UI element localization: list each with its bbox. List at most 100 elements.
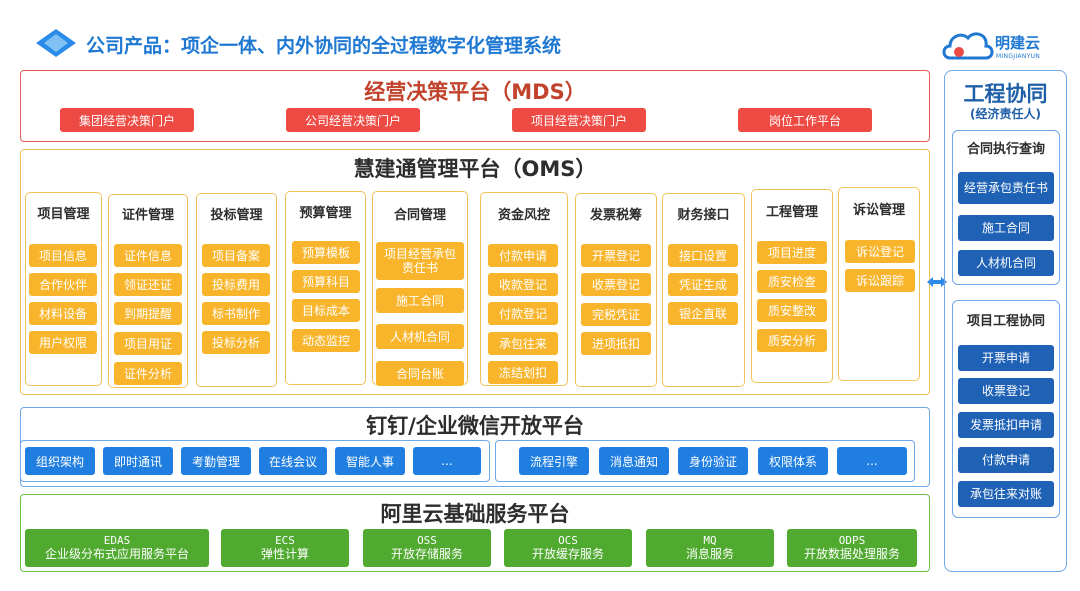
- oms-item[interactable]: 动态监控: [292, 329, 360, 352]
- oms-item[interactable]: 人材机合同: [376, 324, 464, 349]
- aliyun-service-ocs[interactable]: OCS 开放缓存服务: [504, 529, 632, 567]
- oms-item[interactable]: 预算科目: [292, 270, 360, 293]
- oms-column-title: 证件管理: [121, 208, 174, 223]
- open-btn-org[interactable]: 组织架构: [25, 447, 95, 475]
- logo-text: 明建云: [995, 34, 1041, 52]
- mds-button-project-portal[interactable]: 项目经营决策门户: [512, 108, 646, 132]
- open-btn-auth[interactable]: 身份验证: [678, 447, 748, 475]
- aliyun-service-oss[interactable]: OSS 开放存储服务: [363, 529, 491, 567]
- oms-item[interactable]: 施工合同: [376, 288, 464, 313]
- oms-item[interactable]: 项目信息: [29, 244, 97, 267]
- oms-item[interactable]: 质安分析: [757, 329, 827, 352]
- oms-item[interactable]: 收款登记: [488, 273, 558, 296]
- collab-receipt-register[interactable]: 收票登记: [958, 378, 1054, 404]
- open-btn-hr[interactable]: 智能人事: [335, 447, 405, 475]
- oms-item[interactable]: 质安检查: [757, 270, 827, 293]
- oms-item[interactable]: 进项抵扣: [581, 332, 651, 355]
- collab-reconciliation[interactable]: 承包往来对账: [958, 481, 1054, 507]
- service-code: MQ: [703, 534, 717, 547]
- mds-button-work-platform[interactable]: 岗位工作平台: [738, 108, 872, 132]
- contract-query-responsibility[interactable]: 经营承包责任书: [958, 172, 1054, 204]
- oms-item[interactable]: 合作伙伴: [29, 273, 97, 296]
- collab-payment-request[interactable]: 付款申请: [958, 447, 1054, 473]
- double-arrow-icon: [927, 277, 947, 287]
- oms-item[interactable]: 标书制作: [202, 302, 270, 325]
- oms-item[interactable]: 接口设置: [668, 244, 738, 267]
- open-btn-more-right[interactable]: ...: [837, 447, 907, 475]
- oms-item[interactable]: 冻结划扣: [488, 361, 558, 384]
- mds-panel: [20, 70, 930, 142]
- oms-item[interactable]: 合同台账: [376, 361, 464, 386]
- mds-button-group-portal[interactable]: 集团经营决策门户: [60, 108, 194, 132]
- open-btn-notify[interactable]: 消息通知: [599, 447, 669, 475]
- oms-item[interactable]: 材料设备: [29, 302, 97, 325]
- service-name: 开放数据处理服务: [803, 547, 900, 561]
- service-name: 消息服务: [685, 547, 734, 561]
- oms-item[interactable]: 投标费用: [202, 273, 270, 296]
- mds-title: 经营决策平台（MDS）: [364, 80, 586, 104]
- oms-item[interactable]: 用户权限: [29, 331, 97, 354]
- oms-column-title: 合同管理: [393, 208, 446, 223]
- cloud-logo-icon: [942, 32, 994, 60]
- mds-button-company-portal[interactable]: 公司经营决策门户: [286, 108, 420, 132]
- contract-query-group: [952, 130, 1060, 285]
- open-btn-im[interactable]: 即时通讯: [103, 447, 173, 475]
- service-code: ODPS: [838, 534, 866, 547]
- service-code: OCS: [558, 534, 578, 547]
- oms-item[interactable]: 到期提醒: [114, 302, 182, 325]
- service-name: 开放存储服务: [390, 547, 463, 561]
- oms-item[interactable]: 付款登记: [488, 302, 558, 325]
- contract-query-construction[interactable]: 施工合同: [958, 215, 1054, 241]
- oms-item[interactable]: 证件信息: [114, 244, 182, 267]
- service-code: EDAS: [103, 534, 131, 547]
- open-btn-permission[interactable]: 权限体系: [758, 447, 828, 475]
- oms-item[interactable]: 项目备案: [202, 244, 270, 267]
- oms-item[interactable]: 诉讼登记: [845, 240, 915, 263]
- collab-deduction-request[interactable]: 发票抵扣申请: [958, 412, 1054, 438]
- oms-item[interactable]: 完税凭证: [581, 303, 651, 326]
- aliyun-service-mq[interactable]: MQ 消息服务: [646, 529, 774, 567]
- service-code: OSS: [417, 534, 437, 547]
- oms-item[interactable]: 质安整改: [757, 299, 827, 322]
- collab-invoice-request[interactable]: 开票申请: [958, 345, 1054, 371]
- oms-item[interactable]: 承包往来: [488, 332, 558, 355]
- oms-item[interactable]: 付款申请: [488, 244, 558, 267]
- open-btn-attendance[interactable]: 考勤管理: [181, 447, 251, 475]
- oms-item[interactable]: 开票登记: [581, 244, 651, 267]
- aliyun-service-odps[interactable]: ODPS 开放数据处理服务: [787, 529, 917, 567]
- oms-item[interactable]: 诉讼跟踪: [845, 269, 915, 292]
- oms-panel: [20, 149, 930, 395]
- aliyun-title: 阿里云基础服务平台: [380, 502, 570, 526]
- oms-item[interactable]: 凭证生成: [668, 273, 738, 296]
- oms-column-title: 预算管理: [299, 206, 352, 221]
- oms-title: 慧建通管理平台（OMS）: [353, 157, 597, 181]
- oms-column-title: 财务接口: [677, 208, 730, 223]
- service-name: 弹性计算: [260, 547, 309, 561]
- oms-item[interactable]: 领证还证: [114, 273, 182, 296]
- oms-item[interactable]: 项目进度: [757, 241, 827, 264]
- open-platform-title: 钉钉/企业微信开放平台: [366, 414, 584, 438]
- engineering-panel: [944, 70, 1067, 572]
- oms-item[interactable]: 目标成本: [292, 299, 360, 322]
- project-collab-title: 项目工程协同: [966, 314, 1045, 329]
- open-btn-meeting[interactable]: 在线会议: [259, 447, 327, 475]
- open-platform-left-group: [20, 440, 490, 482]
- open-btn-more-left[interactable]: ...: [413, 447, 481, 475]
- oms-item[interactable]: 收票登记: [581, 273, 651, 296]
- aliyun-service-ecs[interactable]: ECS 弹性计算: [221, 529, 349, 567]
- oms-item[interactable]: 投标分析: [202, 331, 270, 354]
- oms-item[interactable]: 项目经营承包责任书: [376, 242, 464, 280]
- diamond-icon: [36, 29, 76, 57]
- contract-query-material[interactable]: 人材机合同: [958, 250, 1054, 276]
- aliyun-service-edas[interactable]: EDAS 企业级分布式应用服务平台: [25, 529, 209, 567]
- service-code: ECS: [275, 534, 295, 547]
- oms-item[interactable]: 项目用证: [114, 332, 182, 355]
- page-title: 公司产品：项企一体、内外协同的全过程数字化管理系统: [86, 35, 562, 57]
- aliyun-panel: [20, 494, 930, 572]
- open-btn-workflow[interactable]: 流程引擎: [519, 447, 589, 475]
- engineering-title: 工程协同: [963, 82, 1048, 106]
- oms-item[interactable]: 预算模板: [292, 241, 360, 264]
- service-name: 企业级分布式应用服务平台: [44, 547, 189, 561]
- oms-item[interactable]: 银企直联: [668, 302, 738, 325]
- oms-item[interactable]: 证件分析: [114, 362, 182, 385]
